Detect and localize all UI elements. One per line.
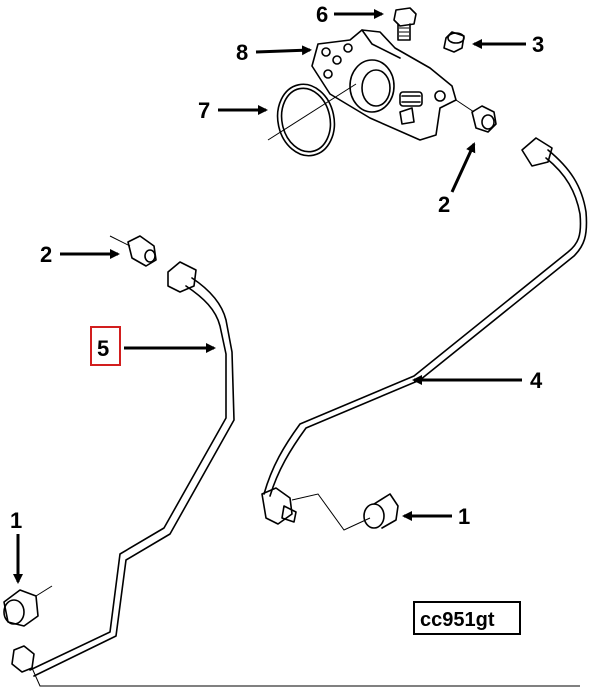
- callout-5-highlight-box: [90, 326, 121, 366]
- svg-text:4: 4: [530, 368, 543, 393]
- bolt: [393, 7, 417, 41]
- callout-2-left: 2: [40, 242, 120, 267]
- adapter-housing: [311, 29, 457, 141]
- svg-text:5: 5: [97, 336, 109, 361]
- callout-8: 8: [236, 40, 312, 65]
- pipe-left: [11, 261, 580, 687]
- callout-3: 3: [472, 32, 544, 57]
- callout-1-left: 1: [10, 508, 23, 584]
- pipe-right: [261, 137, 588, 531]
- callout-1-right: 1: [402, 504, 470, 529]
- fitting-top: [455, 99, 497, 133]
- callout-7: 7: [198, 98, 268, 123]
- fitting-left: [109, 235, 157, 267]
- oring: [267, 83, 357, 157]
- callout-6: 6: [316, 2, 384, 27]
- cap-right: [363, 493, 399, 529]
- svg-text:8: 8: [236, 40, 248, 65]
- callout-2-top: 2: [438, 142, 476, 217]
- callout-4: 4: [412, 368, 543, 393]
- callout-5: 5: [90, 326, 216, 366]
- cap-top: [443, 31, 465, 53]
- svg-text:1: 1: [10, 508, 22, 533]
- cap-left: [3, 585, 53, 627]
- svg-text:3: 3: [532, 32, 544, 57]
- reference-code: cc951gt: [413, 601, 521, 635]
- svg-text:cc951gt: cc951gt: [420, 609, 495, 631]
- svg-text:7: 7: [198, 98, 210, 123]
- svg-text:6: 6: [316, 2, 328, 27]
- svg-text:1: 1: [458, 504, 470, 529]
- svg-text:2: 2: [40, 242, 52, 267]
- svg-text:2: 2: [438, 192, 450, 217]
